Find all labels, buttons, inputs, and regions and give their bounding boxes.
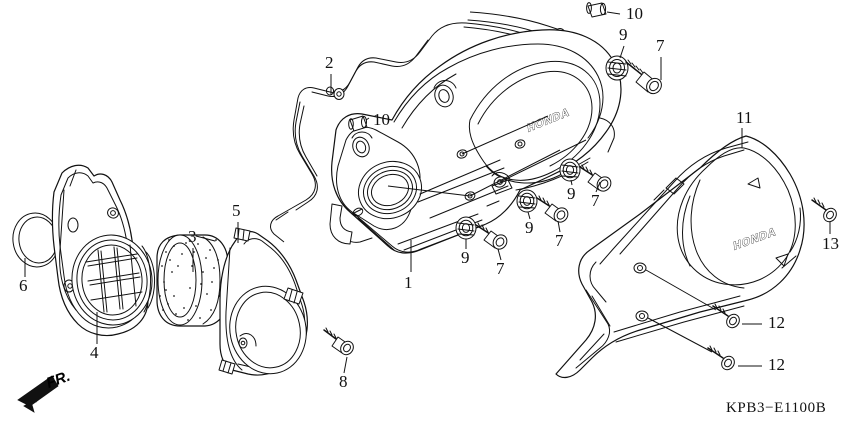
part-left-crankcase-side-cover: HONDA	[555, 135, 805, 379]
part-flange-bolt-c	[536, 195, 569, 223]
part-sealing-washer-c	[516, 189, 538, 213]
part-sealing-washer-a	[605, 55, 629, 81]
fastener-set-c	[516, 189, 569, 223]
part-air-cleaner-element	[156, 234, 229, 327]
callout-10-a: 10	[626, 4, 643, 23]
callout-2: 2	[325, 53, 334, 72]
part-dowel-pin-top	[586, 2, 607, 18]
part-sealing-washer-d	[455, 216, 477, 240]
callout-12-b: 12	[768, 355, 785, 374]
callout-9-d: 9	[461, 248, 470, 267]
callout-7-a: 7	[656, 36, 665, 55]
part-tapping-screw-12b	[707, 345, 735, 371]
callout-1: 1	[404, 273, 413, 292]
drawing-part-number: KPB3−E1100B	[726, 400, 827, 416]
part-tapping-screw-13	[811, 197, 837, 223]
callout-12-a: 12	[768, 313, 785, 332]
fastener-set-d	[455, 216, 508, 250]
callout-10-b: 10	[373, 110, 390, 129]
part-screw-8	[323, 327, 354, 356]
front-direction-arrow	[17, 375, 59, 413]
callout-7-b: 7	[591, 191, 600, 210]
fastener-set-b	[559, 158, 612, 192]
callout-4: 4	[90, 343, 99, 362]
part-flange-bolt-d	[475, 222, 508, 250]
part-sealing-washer-b	[559, 158, 581, 182]
part-air-cleaner-case	[51, 164, 155, 337]
callout-9-c: 9	[525, 218, 534, 237]
callout-7-c: 7	[555, 231, 564, 250]
part-flange-bolt-b	[579, 164, 612, 192]
callout-8: 8	[339, 372, 348, 391]
callout-7-d: 7	[496, 259, 505, 278]
callout-9-a: 9	[619, 25, 628, 44]
callout-13: 13	[822, 234, 839, 253]
part-flange-bolt-a	[625, 59, 662, 95]
part-tapping-screw-12a	[712, 303, 740, 329]
callout-9-b: 9	[567, 184, 576, 203]
callout-5: 5	[232, 201, 241, 220]
fastener-set-a	[605, 55, 662, 95]
leader-lines	[24, 11, 831, 374]
part-dowel-pin-mid	[348, 115, 368, 132]
callout-6: 6	[19, 276, 28, 295]
callout-3: 3	[188, 227, 197, 246]
callout-11: 11	[736, 108, 753, 127]
part-air-cleaner-cover	[218, 227, 308, 376]
